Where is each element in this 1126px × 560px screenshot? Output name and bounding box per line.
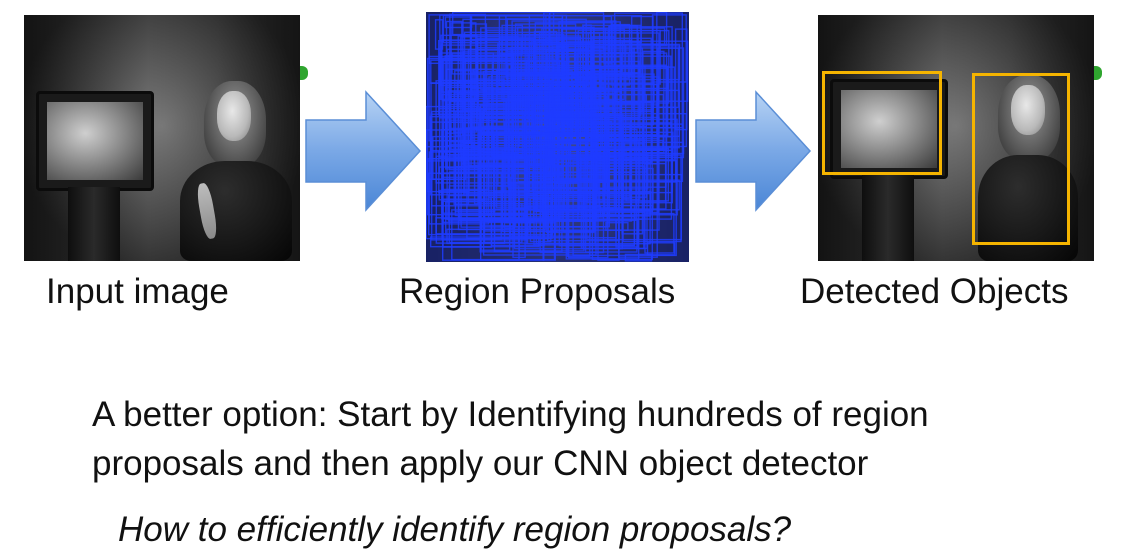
proposal-box — [501, 148, 611, 228]
proposal-box — [576, 52, 668, 154]
proposal-box — [435, 217, 529, 235]
description-line-1: A better option: Start by Identifying hu… — [92, 395, 929, 434]
proposal-box — [503, 121, 515, 230]
proposal-boxes — [426, 12, 689, 262]
proposal-box — [458, 212, 525, 221]
proposal-box — [505, 101, 556, 224]
woman-face — [217, 91, 251, 141]
input-image — [24, 15, 300, 261]
tv-stand — [68, 187, 120, 261]
tv-stand — [862, 175, 914, 261]
proposal-box — [523, 205, 602, 218]
proposal-box — [552, 46, 605, 118]
proposal-box — [505, 14, 564, 77]
right-arrow-icon — [305, 90, 422, 212]
proposal-box — [548, 91, 622, 110]
proposal-box — [597, 142, 620, 261]
region-proposals-image — [426, 12, 689, 262]
detection-box-tv — [822, 71, 942, 175]
green-marker — [1094, 66, 1102, 80]
proposal-box — [457, 92, 539, 211]
proposal-box — [644, 212, 675, 254]
proposal-box — [523, 120, 632, 211]
proposal-box — [608, 25, 638, 54]
proposal-box — [480, 127, 511, 251]
detected-objects-image — [818, 15, 1094, 261]
proposal-box — [483, 203, 523, 244]
proposal-box — [426, 129, 550, 240]
woman-body — [180, 161, 292, 261]
proposal-box — [523, 114, 624, 158]
proposal-box — [454, 70, 476, 104]
caption-region-proposals: Region Proposals — [399, 272, 676, 311]
proposal-box — [486, 29, 517, 115]
caption-detected-objects: Detected Objects — [800, 272, 1069, 311]
proposal-box — [591, 204, 653, 261]
tv-set — [830, 79, 948, 179]
proposal-box — [434, 19, 444, 50]
proposal-box — [519, 71, 591, 111]
tv-set — [36, 91, 154, 191]
proposal-box — [482, 131, 541, 154]
proposal-box — [554, 89, 680, 138]
right-arrow-icon — [695, 90, 812, 212]
tv-screen — [47, 102, 143, 180]
proposal-box — [462, 50, 478, 83]
proposal-box — [497, 132, 564, 187]
proposal-box — [495, 88, 623, 209]
description-line-2: proposals and then apply our CNN object … — [92, 444, 869, 483]
proposal-box — [536, 139, 664, 151]
woman-face — [1011, 85, 1045, 135]
proposal-box — [454, 110, 470, 205]
proposal-box — [439, 14, 550, 119]
proposal-box — [539, 147, 605, 254]
tv-screen — [841, 90, 937, 168]
proposal-box — [615, 218, 639, 248]
green-marker — [300, 66, 308, 80]
question-text: How to efficiently identify region propo… — [118, 510, 792, 549]
caption-input-image: Input image — [46, 272, 229, 311]
proposal-box — [545, 15, 642, 44]
proposal-box — [656, 12, 668, 46]
proposal-box — [601, 112, 688, 148]
proposal-box — [565, 40, 689, 102]
proposal-box — [448, 171, 534, 192]
detection-box-person — [972, 73, 1070, 245]
